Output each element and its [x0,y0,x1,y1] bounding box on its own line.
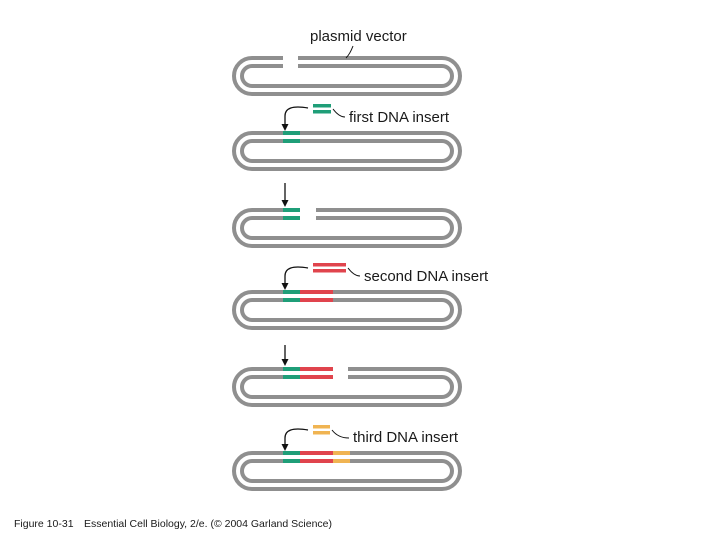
cut-arrow-2 [281,345,289,366]
fragment-strand-top [313,425,330,429]
plasmid-outer-strand [232,290,462,330]
arrowhead [281,359,289,366]
figure-caption: Figure 10-31 Essential Cell Biology, 2/e… [14,518,332,530]
third-insert-strand-top [333,451,350,455]
first-insert-strand-bottom [283,139,300,143]
plasmid-inner-strand [240,64,454,88]
labels: plasmid vector first DNA insert second D… [310,28,489,446]
fragment-strand-bottom [313,269,346,273]
plasmid-with-third-insert [232,451,462,491]
plasmid-outer-strand [232,208,462,248]
insertion-arrow-3 [281,428,309,451]
plasmid-stages [232,56,462,491]
plasmid-inner-strand [240,375,454,399]
first-insert-strand-top [283,367,300,371]
first-insert-strand-bottom [283,375,300,379]
fragment-strand-bottom [313,431,330,435]
fragment-leader-line [332,108,346,118]
first-insert-strand-top [283,451,300,455]
second-insert-strand-top [300,451,333,455]
second-insert-strand-bottom [300,459,333,463]
figure-number: Figure 10-31 [14,518,74,530]
cut-arrow-1 [281,183,289,207]
second-insert-strand-bottom [300,375,333,379]
arrowhead [281,200,289,207]
first-insert-strand-top [283,131,300,135]
third-insert-strand-bottom [333,459,350,463]
plasmid-inner-strand [240,216,454,240]
first-insert-strand-top [283,290,300,294]
plasmid-vector [232,56,462,96]
plasmid-outer-strand [232,56,462,96]
arrowhead [281,124,289,131]
plasmid-opened-after-first-insert [232,208,462,248]
plasmid-opened-after-second-insert [232,367,462,407]
figure-source: Essential Cell Biology, 2/e. (© 2004 Gar… [84,518,332,530]
first-insert-strand-bottom [283,298,300,302]
second-insert-strand-top [300,367,333,371]
arrow-shaft [284,266,309,284]
fragment-strand-top [313,104,331,108]
plasmid-with-second-insert [232,290,462,330]
first-insert-strand-top [283,208,300,212]
arrowhead [281,444,289,451]
step-arrows [281,45,361,451]
fragment-leader-line [331,429,350,439]
plasmid-vector-leader-line [345,45,354,59]
fragment-leader-line [347,267,361,277]
first-insert-fragment [313,104,346,118]
second-insert-fragment [313,263,361,277]
fragment-strand-top [313,263,346,267]
arrow-shaft [284,106,309,125]
plasmid-inner-strand [240,459,454,483]
plasmid-outer-strand [232,451,462,491]
second-dna-insert-label: second DNA insert [364,268,489,285]
first-dna-insert-label: first DNA insert [349,109,450,126]
second-insert-strand-top [300,290,333,294]
first-insert-strand-bottom [283,216,300,220]
third-insert-fragment [313,425,350,439]
plasmid-inner-strand [240,139,454,163]
fragment-strand-bottom [313,110,331,114]
insertion-arrow-2 [281,266,309,290]
plasmid-inner-strand [240,298,454,322]
arrowhead [281,283,289,290]
arrow-shaft [284,428,309,445]
second-insert-strand-bottom [300,298,333,302]
third-dna-insert-label: third DNA insert [353,429,459,446]
plasmid-outer-strand [232,367,462,407]
plasmid-with-first-insert [232,131,462,171]
first-insert-strand-bottom [283,459,300,463]
insertion-arrow-1 [281,106,309,131]
plasmid-vector-label: plasmid vector [310,28,407,45]
plasmid-outer-strand [232,131,462,171]
